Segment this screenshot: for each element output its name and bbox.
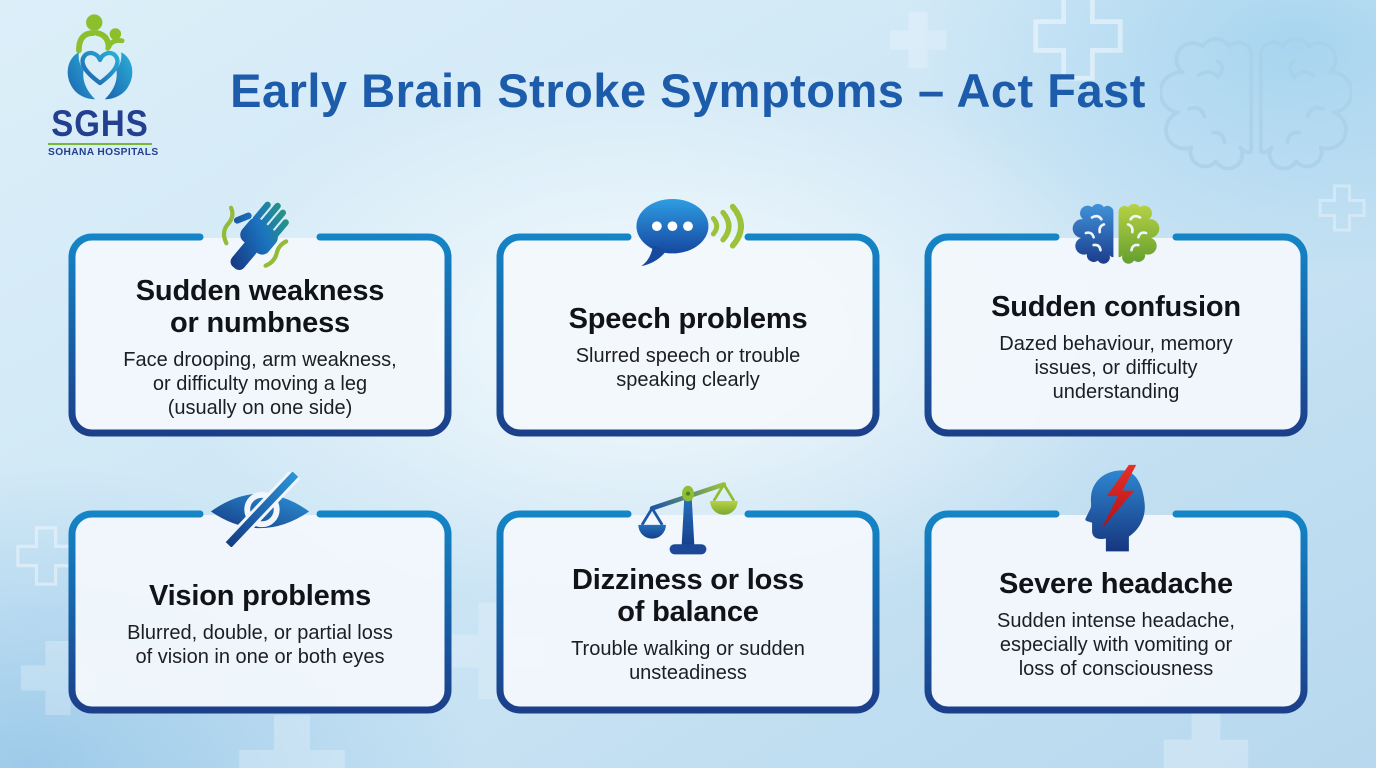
symptom-card-weakness: Sudden weakness or numbness Face droopin…: [68, 201, 452, 437]
symptom-card-headache: Severe headache Sudden intense headache,…: [924, 464, 1308, 714]
card-title: Vision problems: [148, 579, 372, 612]
cross-icon: [239, 715, 345, 768]
symptom-card-confusion: Sudden confusion Dazed behaviour, memory…: [924, 203, 1308, 437]
hands-heart-logo-icon: [67, 14, 133, 100]
card-content: Speech problems Slurred speech or troubl…: [496, 233, 880, 437]
card-content: Dizziness or loss of balance Trouble wal…: [496, 510, 880, 714]
card-description: Slurred speech or trouble speaking clear…: [575, 345, 801, 392]
card-background: [929, 238, 1303, 432]
balance-scale-icon: [636, 466, 740, 558]
card-description: Dazed behaviour, memory issues, or diffi…: [999, 333, 1233, 404]
card-background: [501, 238, 875, 432]
eye-slash-icon: [205, 469, 315, 550]
card-title: Dizziness or loss of balance: [572, 564, 804, 628]
hospital-logo: SGHS SOHANA HOSPITALS: [48, 10, 158, 158]
card-title: Speech problems: [568, 302, 808, 335]
card-border: [924, 233, 1308, 437]
card-title: Severe headache: [999, 567, 1233, 600]
symptom-card-dizziness: Dizziness or loss of balance Trouble wal…: [496, 482, 880, 714]
logo-abbr: SGHS: [51, 102, 149, 145]
card-background: [73, 515, 447, 709]
card-border: [496, 233, 880, 437]
card-content: Sudden weakness or numbness Face droopin…: [68, 233, 452, 437]
card-border: [496, 510, 880, 714]
brain-halves-icon: [1070, 190, 1162, 276]
card-content: Severe headache Sudden intense headache,…: [924, 510, 1308, 714]
card-content: Vision problems Blurred, double, or part…: [68, 510, 452, 714]
card-description: Face drooping, arm weakness, or difficul…: [123, 348, 397, 419]
speech-bubble-icon: [632, 197, 744, 269]
symptom-card-speech: Speech problems Slurred speech or troubl…: [496, 198, 880, 437]
card-description: Trouble walking or sudden unsteadiness: [571, 637, 805, 684]
card-border: [68, 510, 452, 714]
card-title: Sudden weakness or numbness: [135, 275, 385, 339]
symptom-card-vision: Vision problems Blurred, double, or part…: [68, 469, 452, 714]
card-description: Blurred, double, or partial loss of visi…: [127, 622, 393, 669]
card-title: Sudden confusion: [991, 290, 1241, 323]
headache-head-icon: [1070, 464, 1162, 554]
page-title: Early Brain Stroke Symptoms – Act Fast: [230, 64, 1146, 117]
numb-hand-icon: [212, 191, 308, 275]
card-border: [68, 233, 452, 437]
cross-icon: [1318, 184, 1366, 232]
cross-icon: [1163, 711, 1249, 768]
card-border: [924, 510, 1308, 714]
brain-outline-decoration: [1160, 37, 1352, 171]
card-content: Sudden confusion Dazed behaviour, memory…: [924, 233, 1308, 437]
logo-hospital-name: SOHANA HOSPITALS: [48, 143, 158, 158]
card-background: [73, 238, 447, 432]
card-description: Sudden intense headache, especially with…: [997, 610, 1235, 681]
